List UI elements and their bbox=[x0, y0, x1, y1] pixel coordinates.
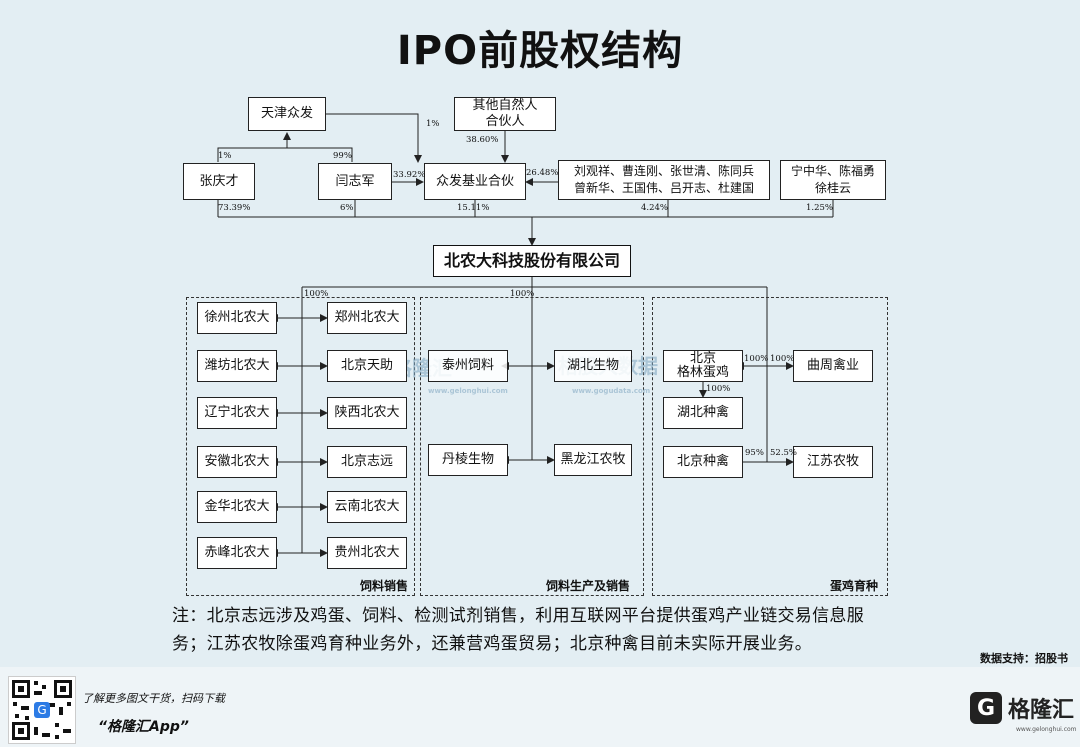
node-other-partners: 其他自然人合伙人 bbox=[454, 97, 556, 131]
node-heilongjiang-agri: 黑龙江农牧 bbox=[554, 444, 632, 476]
node-qufu-poultry: 曲周禽业 bbox=[793, 350, 873, 382]
note-line-2: 务；江苏农牧除蛋鸡育种业务外，还兼营鸡蛋贸易；北京种禽目前未实际开展业务。 bbox=[172, 634, 813, 654]
node-sales-right-5: 云南北农大 bbox=[327, 491, 407, 523]
node-sales-right-3: 陕西北农大 bbox=[327, 397, 407, 429]
node-shareholder-group-2: 宁中华、陈福勇徐桂云 bbox=[780, 160, 886, 200]
sales-region bbox=[186, 297, 415, 596]
node-zhongfa-jiye: 众发基业合伙 bbox=[424, 163, 526, 200]
pct-group2-to-company: 1.25% bbox=[806, 203, 834, 213]
node-sales-left-4: 安徽北农大 bbox=[197, 446, 277, 478]
qr-code-icon: G bbox=[12, 680, 72, 740]
watermark-url-2: www.gogudata.com bbox=[572, 387, 651, 395]
pct-zhongfa-to-company: 15.11% bbox=[457, 203, 490, 213]
egg-region-label: 蛋鸡育种 bbox=[830, 579, 879, 593]
gelonghui-logo-text: 格隆汇 bbox=[1008, 698, 1075, 723]
pct-yan-to-company: 6% bbox=[340, 203, 354, 213]
pct-tianjin-to-zhongfa: 1% bbox=[426, 119, 440, 129]
pct-company-to-gelin: 100% bbox=[770, 354, 795, 364]
data-source: 数据支持：招股书 bbox=[980, 652, 1068, 665]
footer-band bbox=[0, 667, 1080, 747]
node-sales-left-2: 潍坊北农大 bbox=[197, 350, 277, 382]
feed-region bbox=[420, 297, 644, 596]
gelonghui-logo: G 格隆汇 bbox=[970, 690, 1074, 726]
watermark-url-1: www.gelonghui.com bbox=[428, 387, 508, 395]
pct-company-to-sales: 100% bbox=[304, 289, 329, 299]
node-tianjin-zhongfa: 天津众发 bbox=[248, 97, 326, 131]
pct-yan-to-tianjin: 99% bbox=[333, 151, 352, 161]
node-hubei-bio: 湖北生物 bbox=[554, 350, 632, 382]
footer-download-hint: 了解更多图文干货，扫码下载 bbox=[82, 692, 225, 705]
pct-zhang-to-company: 73.39% bbox=[218, 203, 251, 213]
footer-app-name: “格隆汇App” bbox=[98, 719, 189, 735]
node-sales-right-4: 北京志远 bbox=[327, 446, 407, 478]
node-beijing-gelin: 北京格林蛋鸡 bbox=[663, 350, 743, 382]
pct-gelin-to-hubei-breeder: 100% bbox=[706, 384, 731, 394]
pct-gelin-to-qufu: 100% bbox=[744, 354, 769, 364]
node-sales-left-1: 徐州北农大 bbox=[197, 302, 277, 334]
node-jiangsu-agri: 江苏农牧 bbox=[793, 446, 873, 478]
node-taizhou-feed: 泰州饲料 bbox=[428, 350, 508, 382]
node-sales-left-5: 金华北农大 bbox=[197, 491, 277, 523]
node-company: 北农大科技股份有限公司 bbox=[433, 245, 631, 277]
pct-beijing-breeder-to-jiangsu: 95% bbox=[745, 448, 764, 458]
page-title: IPO前股权结构 bbox=[396, 28, 684, 74]
pct-group1-to-company: 4.24% bbox=[641, 203, 669, 213]
pct-zhang-to-tianjin: 1% bbox=[218, 151, 232, 161]
note-line-1: 注：北京志远涉及鸡蛋、饲料、检测试剂销售，利用互联网平台提供蛋鸡产业链交易信息服 bbox=[172, 606, 864, 626]
node-beijing-breeder: 北京种禽 bbox=[663, 446, 743, 478]
svg-text:G: G bbox=[37, 703, 46, 717]
gelonghui-logo-icon: G bbox=[970, 692, 1002, 724]
node-zhang-qingcai: 张庆才 bbox=[183, 163, 255, 200]
node-sales-right-1: 郑州北农大 bbox=[327, 302, 407, 334]
node-shareholder-group-1: 刘观祥、曹连刚、张世清、陈同兵曾新华、王国伟、吕开志、杜建国 bbox=[558, 160, 770, 200]
node-hubei-breeder: 湖北种禽 bbox=[663, 397, 743, 429]
egg-region bbox=[652, 297, 888, 596]
node-sales-right-6: 贵州北农大 bbox=[327, 537, 407, 569]
node-sales-left-3: 辽宁北农大 bbox=[197, 397, 277, 429]
node-sales-left-6: 赤峰北农大 bbox=[197, 537, 277, 569]
pct-company-to-feed: 100% bbox=[510, 289, 535, 299]
gelonghui-logo-url: www.gelonghui.com bbox=[1016, 726, 1077, 733]
node-yan-zhijun: 闫志军 bbox=[318, 163, 392, 200]
node-sales-right-2: 北京天助 bbox=[327, 350, 407, 382]
node-danleng-bio: 丹棱生物 bbox=[428, 444, 508, 476]
pct-others-to-zhongfa: 38.60% bbox=[466, 135, 499, 145]
qr-code: G bbox=[8, 676, 76, 744]
feed-region-label: 饲料生产及销售 bbox=[546, 579, 631, 593]
sales-region-label: 饲料销售 bbox=[360, 579, 409, 593]
pct-yan-to-zhongfa: 33.92% bbox=[393, 170, 426, 180]
pct-company-to-jiangsu: 52.5% bbox=[770, 448, 798, 458]
pct-group1-to-zhongfa: 26.48% bbox=[526, 168, 559, 178]
